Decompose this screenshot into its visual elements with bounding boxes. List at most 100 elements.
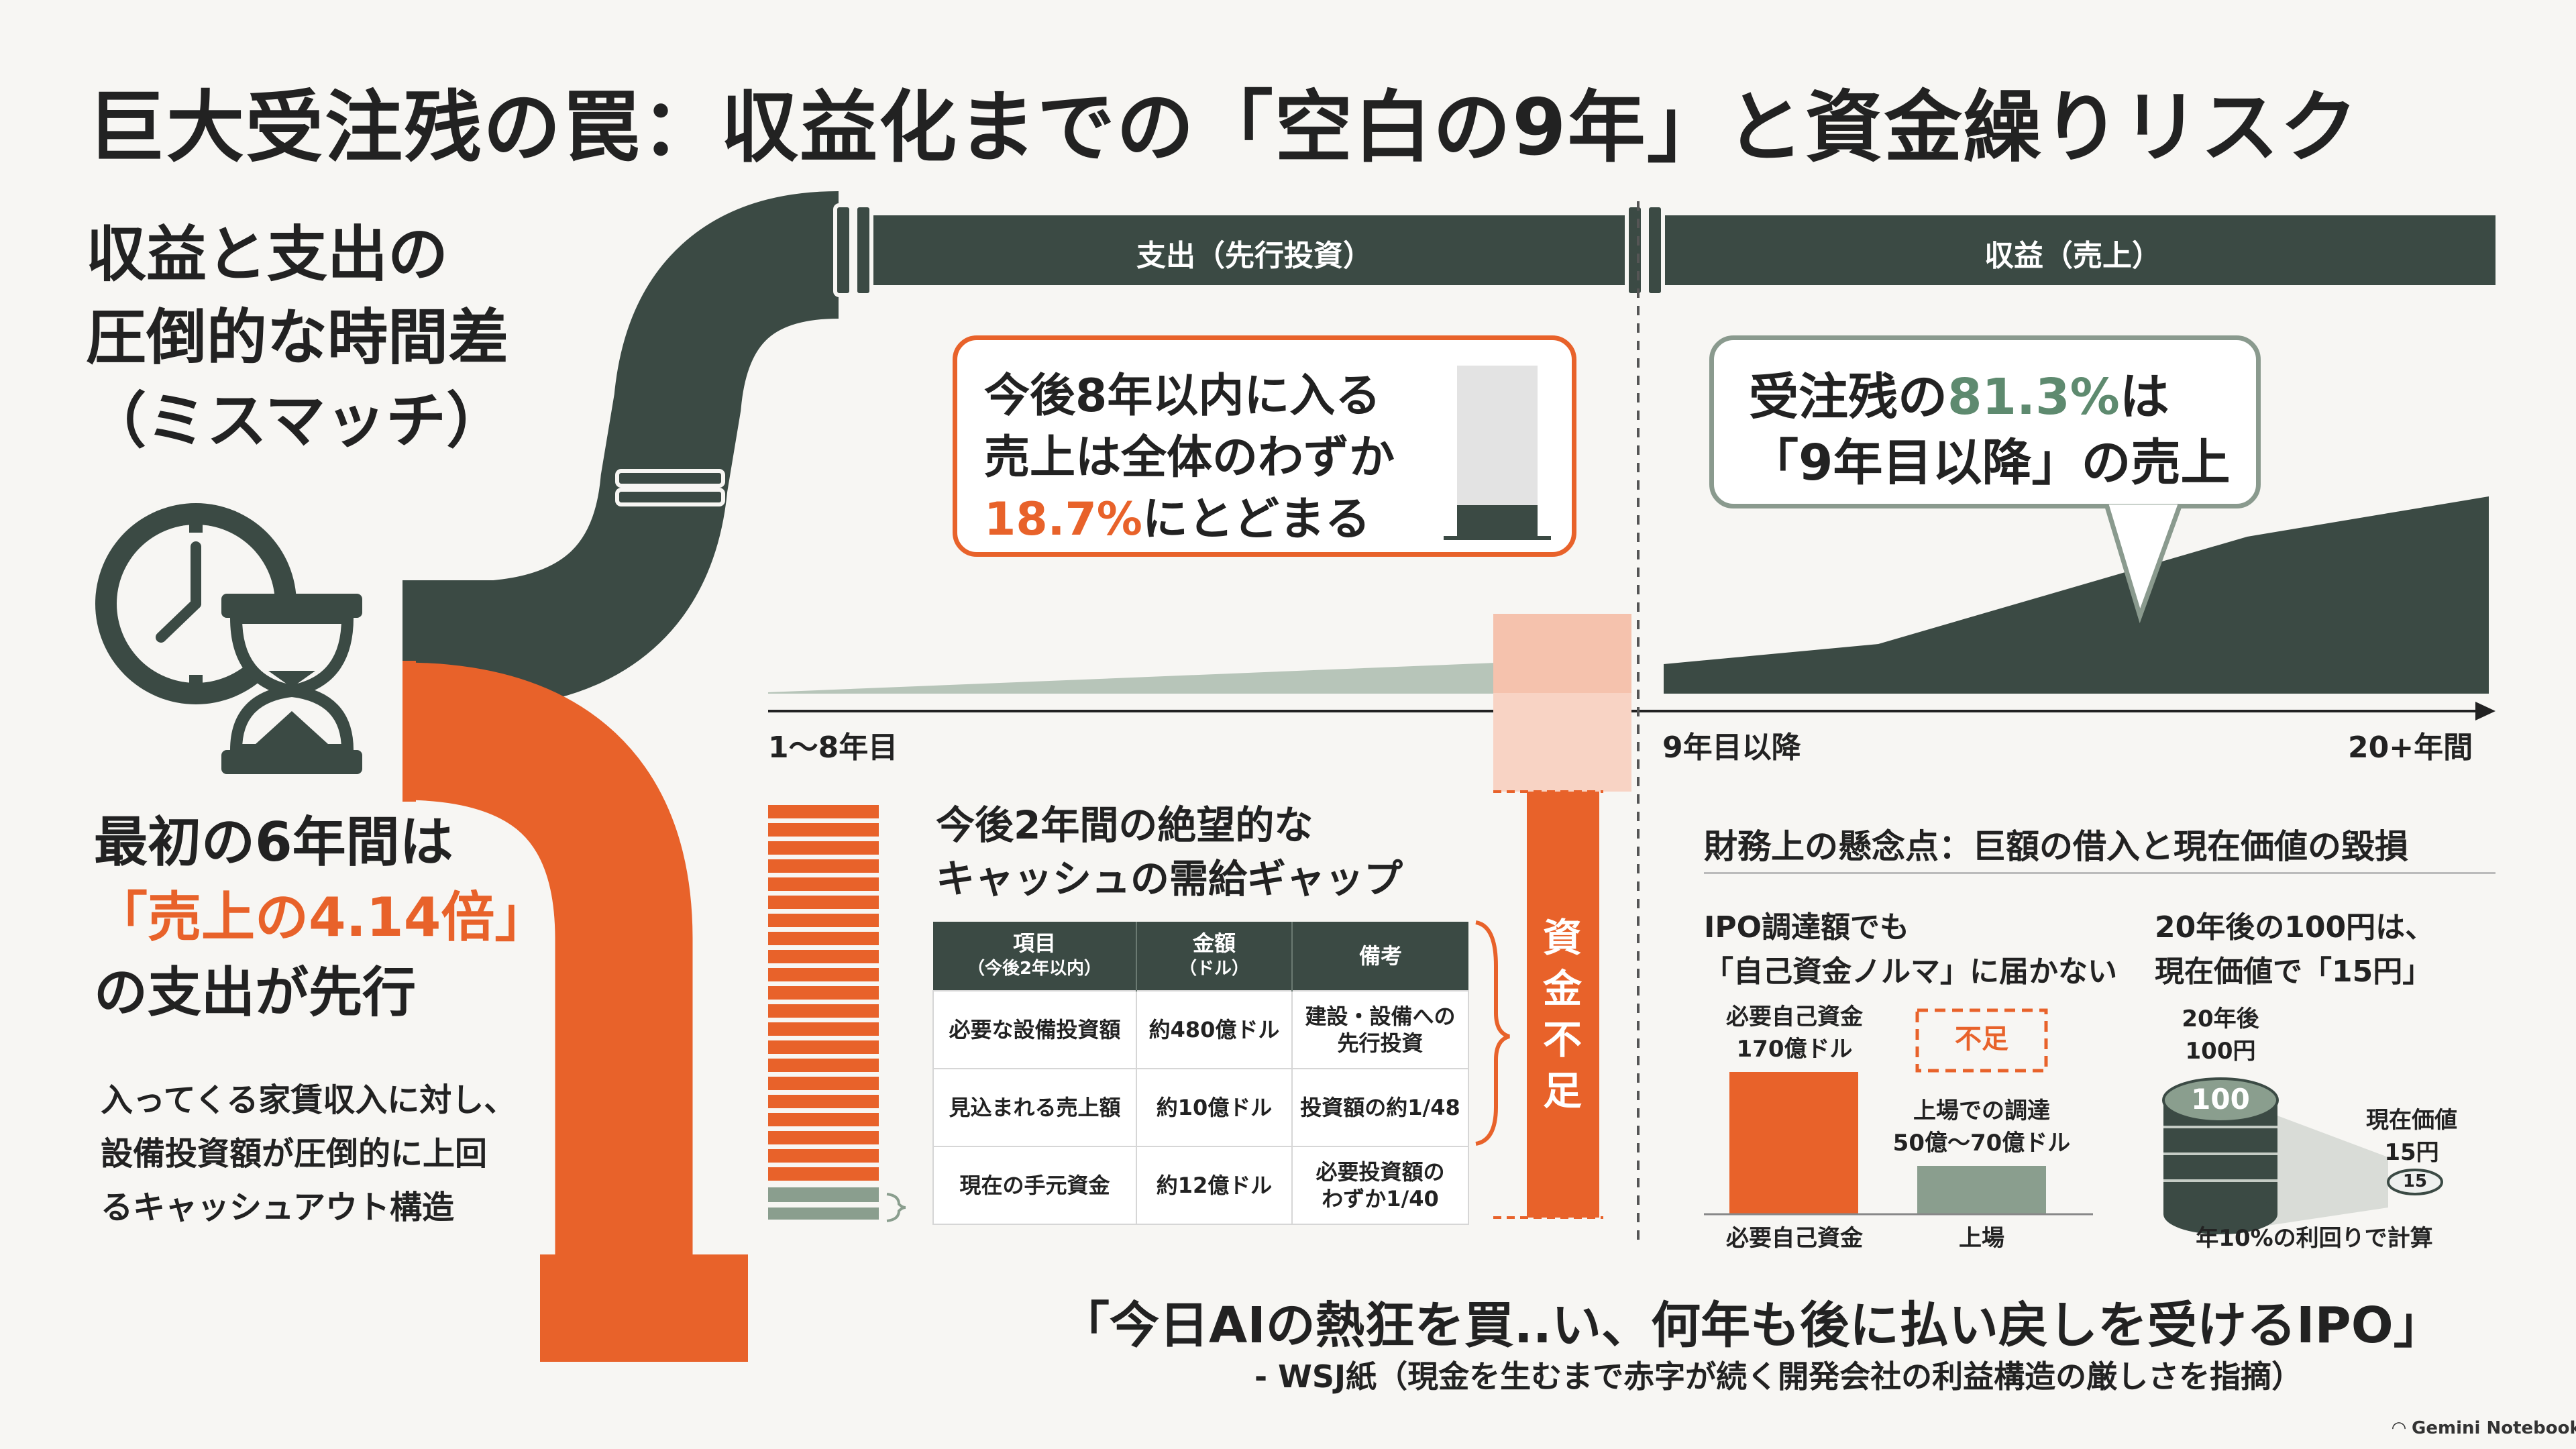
heading-line: 圧倒的な時間差 [86, 303, 508, 373]
investment-bar-segment [768, 896, 879, 909]
callout-line: 「9年目以降」の売上 [1749, 434, 2231, 492]
cell-item: 必要な設備投資額 [932, 990, 1137, 1069]
callout-line: 売上は全体のわずか [984, 431, 1395, 484]
investment-bar-segment [768, 805, 879, 818]
col-item: 項目（今後2年以内） [933, 922, 1137, 991]
finance-rule [1704, 872, 2496, 874]
shortfall-box [1915, 1008, 2048, 1073]
table-row: 現在の手元資金約12億ドル必要投資額のわずか1/40 [932, 1146, 1469, 1225]
cashout-description: 入ってくる家賃収入に対し、 設備投資額が圧倒的に上回 るキャッシュアウト構造 [101, 1073, 516, 1234]
pipe-ring [833, 203, 853, 297]
axis-label-end: 20+年間 [2348, 731, 2473, 765]
late-percent: 81.3% [1947, 368, 2120, 426]
axis-label-early: 1〜8年目 [768, 731, 898, 765]
body-line: 設備投資額が圧倒的に上回 [101, 1135, 488, 1173]
body-line: 入ってくる家賃収入に対し、 [101, 1081, 517, 1119]
cell-note: 建設・設備への先行投資 [1291, 990, 1469, 1069]
investment-bar-segment [768, 1040, 879, 1054]
shortage-label: 資金不足 [1542, 915, 1582, 1114]
bar1-axis-label: 必要自己資金 [1726, 1225, 1863, 1252]
finance-heading: 財務上の懸念点：巨額の借入と現在価値の毀損 [1704, 827, 2408, 866]
spend-highlight: 「売上の4.14倍」 [94, 886, 549, 949]
cell-amount: 約10億ドル [1136, 1068, 1293, 1147]
investment-bar-segment [768, 914, 879, 927]
pv-note: 年10%の利回りで計算 [2196, 1225, 2433, 1252]
investment-bar-segment [768, 1113, 879, 1126]
mismatch-heading: 収益と支出の 圧倒的な時間差 （ミスマッチ） [86, 213, 508, 463]
present-coin [2387, 1169, 2443, 1195]
revenue-pipe-label: 収益（売上） [1984, 239, 2161, 273]
cash-gap-table: 項目（今後2年以内） 金額（ドル） 備考 必要な設備投資額約480億ドル建設・設… [932, 922, 1469, 1225]
present-value-label: 現在価値 15円 [2366, 1107, 2457, 1166]
listing-funding-bar [1917, 1166, 2046, 1214]
shortage-overlap [1493, 614, 1631, 693]
cell-item: 見込まれる売上額 [932, 1068, 1137, 1147]
cell-amount: 約480億ドル [1136, 990, 1293, 1069]
heading-line: 収益と支出の [86, 219, 448, 290]
gap-heading-line: キャッシュの需給ギャップ [936, 856, 1403, 902]
gap-heading-line: 今後2年間の絶望的な [936, 802, 1313, 848]
future-value-label: 20年後 100円 [2182, 1006, 2259, 1065]
callout-line: は [2119, 368, 2169, 426]
heading-line: （ミスマッチ） [86, 386, 507, 456]
cell-amount: 約12億ドル [1136, 1146, 1293, 1225]
investment-bar-stack [768, 805, 879, 1181]
early-share-gauge [1457, 366, 1538, 537]
page-title: 巨大受注残の罠：収益化までの「空白の9年」と資金繰りリスク [87, 83, 2359, 173]
cell-note: 投資額の約1/48 [1291, 1068, 1469, 1147]
quote-source: - WSJ紙（現金を生むまで赤字が続く開発会社の利益構造の厳しさを指摘） [1254, 1358, 2303, 1395]
orange-pipe-base [540, 1254, 748, 1362]
orange-pipe-cap [402, 661, 416, 802]
shortfall-label: 不足 [1955, 1024, 2008, 1055]
present-value-heading: 20年後の100円は、 現在価値で「15円」 [2155, 910, 2435, 989]
investment-bar-segment [768, 1167, 879, 1181]
pipe-ring [1645, 203, 1665, 297]
brand-mark: ◠ Gemini Notebook [2392, 1418, 2576, 1438]
small-brace [886, 1193, 906, 1222]
investment-bar-segment [768, 932, 879, 945]
investment-bar-segment [768, 1059, 879, 1072]
investment-bar-segment [768, 877, 879, 891]
cell-note: 必要投資額のわずか1/40 [1291, 1146, 1469, 1225]
investment-bar-segment [768, 823, 879, 837]
investment-bar-segment [768, 1077, 879, 1090]
col-amount: 金額（ドル） [1136, 922, 1293, 991]
investment-bar-segment [768, 1095, 879, 1108]
investment-bar-segment [768, 1022, 879, 1036]
investment-bar-segment [768, 1149, 879, 1163]
investment-bar-segment [768, 1131, 879, 1144]
gauge-base [1444, 536, 1551, 540]
listing-funding-label: 上場での調達 50億〜70億ドル [1892, 1097, 2071, 1157]
orange-pipe [401, 662, 693, 1275]
callout-line: 今後8年以内に入る [984, 370, 1381, 423]
spend-line: 最初の6年間は [94, 811, 453, 873]
ipo-heading: IPO調達額でも 「自己資金ノルマ」に届かない [1704, 910, 2117, 989]
revenue-bar-small [768, 1208, 879, 1220]
required-capital-bar [1729, 1072, 1858, 1214]
axis-arrow [2475, 702, 2496, 720]
present-coin-value: 15 [2402, 1171, 2428, 1191]
bar2-axis-label: 上場 [1959, 1225, 2004, 1252]
pipe-ring [615, 488, 725, 506]
expense-pipe-label: 支出（先行投資） [1136, 239, 1373, 273]
investment-bar-segment [768, 986, 879, 1000]
callout-line: 受注残の [1749, 368, 1947, 426]
cell-item: 現在の手元資金 [932, 1146, 1137, 1225]
coin-stack [2162, 1077, 2279, 1234]
pipe-ring [1625, 203, 1645, 297]
late-sales-callout: 受注残の81.3%は 「9年目以降」の売上 [1709, 335, 2261, 508]
gap-brace [1475, 920, 1510, 1146]
callout-pointer [2104, 503, 2183, 624]
early-share-gauge-fill [1457, 505, 1538, 537]
pipe-ring [615, 469, 725, 488]
investment-bar-segment [768, 859, 879, 873]
spend-heading: 最初の6年間は 「売上の4.14倍」 の支出が先行 [94, 805, 548, 1030]
required-capital-label: 必要自己資金 170億ドル [1726, 1004, 1863, 1063]
col-note: 備考 [1292, 922, 1468, 991]
table-row: 見込まれる売上額約10億ドル投資額の約1/48 [932, 1068, 1469, 1147]
early-sales-callout: 今後8年以内に入る 売上は全体のわずか 18.7%にとどまる [953, 335, 1576, 557]
investment-bar-segment [768, 968, 879, 981]
value-shrink-wedge [2254, 1107, 2388, 1228]
wsj-quote: 「今日AIの熱狂を買..い、何年も後に払い戻しを受けるIPO」 [1060, 1297, 2443, 1354]
